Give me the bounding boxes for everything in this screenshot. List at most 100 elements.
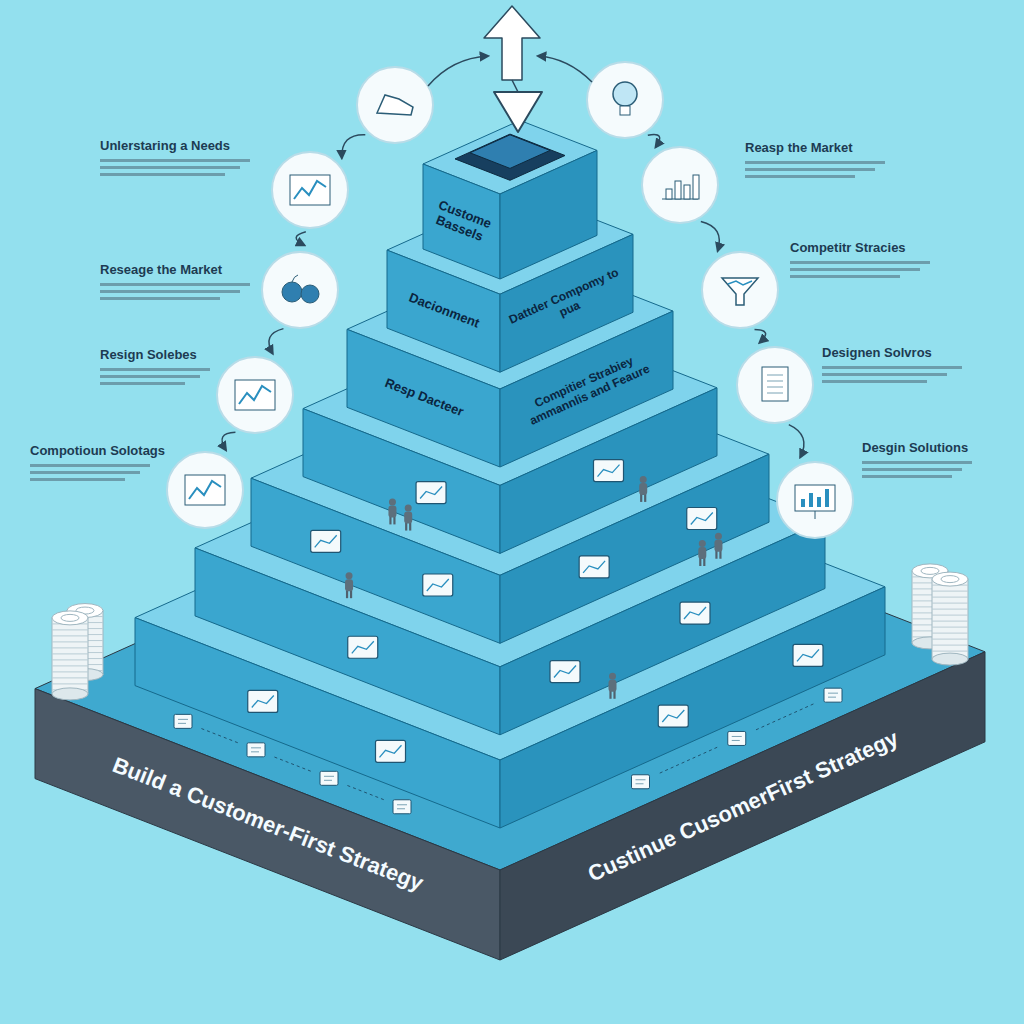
coin-edge xyxy=(932,609,968,610)
icon-shoe xyxy=(377,95,413,115)
flow-arrow xyxy=(428,56,488,86)
paper-sheet xyxy=(728,731,746,745)
icon-bulb xyxy=(613,82,637,115)
tier-text: Dacionment xyxy=(394,286,492,336)
person-leg xyxy=(393,516,395,524)
step-circle xyxy=(262,252,338,328)
icon-stand xyxy=(815,511,816,519)
coin-body xyxy=(52,618,88,694)
icon-line xyxy=(235,380,275,410)
tier-text: Build a Customer-First Strategy xyxy=(72,738,462,910)
person-body xyxy=(404,512,412,524)
screen-icon xyxy=(423,574,453,596)
icon-page-line xyxy=(767,375,783,376)
tier-left-face xyxy=(423,164,500,279)
illegible-line xyxy=(100,368,210,371)
icon-frame xyxy=(185,475,225,505)
screen-chart xyxy=(420,487,442,499)
step-heading: Competitr Stracies xyxy=(790,240,906,255)
paper-icon xyxy=(320,771,338,785)
dashed-flow xyxy=(274,757,311,771)
dashed-flow xyxy=(756,704,814,730)
illegible-line xyxy=(100,166,240,169)
person-leg xyxy=(609,691,611,699)
up-arrow xyxy=(484,6,540,80)
paper-line xyxy=(251,751,259,752)
person-figure xyxy=(698,540,706,566)
pyramid-tier: Build a Customer-First Strategy Custinue … xyxy=(35,652,985,960)
icon-page-line xyxy=(767,387,783,388)
person-body xyxy=(345,579,353,591)
coin-edge xyxy=(932,597,968,598)
icon-page-line xyxy=(767,393,783,394)
illegible-line xyxy=(100,159,250,162)
paper-line xyxy=(636,779,646,780)
person-head xyxy=(389,498,396,505)
illegible-line xyxy=(100,297,220,300)
flow-arrow xyxy=(269,329,284,354)
step-heading: Designen Solvros xyxy=(822,345,932,360)
screen-icon xyxy=(248,690,278,712)
illegible-line xyxy=(790,261,930,264)
person-figure xyxy=(609,673,617,699)
coin-top xyxy=(52,611,88,625)
illegible-line xyxy=(745,161,885,164)
icon-line xyxy=(239,386,271,404)
coins xyxy=(52,564,968,700)
arrow-stem xyxy=(512,80,518,92)
icon-line xyxy=(290,175,330,205)
screen-icon xyxy=(793,644,823,666)
flow-arrow xyxy=(342,135,366,159)
screen-icon xyxy=(348,636,378,658)
icon-bulb xyxy=(613,82,637,106)
person-head xyxy=(699,540,706,547)
illegible-line xyxy=(745,168,875,171)
screen-chart xyxy=(252,696,274,708)
person-leg xyxy=(644,494,646,502)
icon-page xyxy=(762,367,788,401)
step-heading: Desgin Solutions xyxy=(862,440,968,455)
flow-arrow xyxy=(296,232,306,245)
screen-frame xyxy=(680,602,710,624)
person-head xyxy=(609,673,616,680)
paper-line xyxy=(397,804,407,805)
coin-edge xyxy=(932,591,968,592)
icon-bulb-base xyxy=(620,106,630,115)
person-body xyxy=(714,540,722,552)
paper-line xyxy=(251,747,261,748)
step-heading: Reasp the Market xyxy=(745,140,853,155)
paper-sheet xyxy=(247,743,265,757)
illegible-line xyxy=(862,468,962,471)
screen-icon xyxy=(311,530,341,552)
illegible-line xyxy=(862,461,972,464)
icon-fruit xyxy=(282,282,302,302)
illegible-line xyxy=(100,290,240,293)
screen-icon xyxy=(680,602,710,624)
coin-mark xyxy=(941,576,959,583)
flow-arrow xyxy=(222,432,235,450)
paper-sheet xyxy=(824,688,842,702)
screen-frame xyxy=(423,574,453,596)
screen-frame xyxy=(793,644,823,666)
screen-icon xyxy=(550,661,580,683)
paper-line xyxy=(732,740,740,741)
icon-frame xyxy=(235,380,275,410)
screen-icon xyxy=(687,507,717,529)
icon-shoe xyxy=(377,95,413,115)
icon-bar xyxy=(675,181,681,199)
person-head xyxy=(715,533,722,540)
illegible-line xyxy=(790,268,920,271)
icon-page-line xyxy=(767,381,783,382)
coin-mark xyxy=(61,614,79,621)
tier-text: Custinue CusomerFirst Strategy xyxy=(538,705,946,907)
screen-frame xyxy=(348,636,378,658)
screen-frame xyxy=(594,460,624,482)
screen-icon xyxy=(416,482,446,504)
coin-edge xyxy=(932,621,968,622)
person-figure xyxy=(639,476,647,502)
icon-line xyxy=(189,481,221,499)
screen-icon xyxy=(579,556,609,578)
person-body xyxy=(698,547,706,559)
screen-chart xyxy=(684,607,706,619)
step-circles xyxy=(167,62,853,538)
